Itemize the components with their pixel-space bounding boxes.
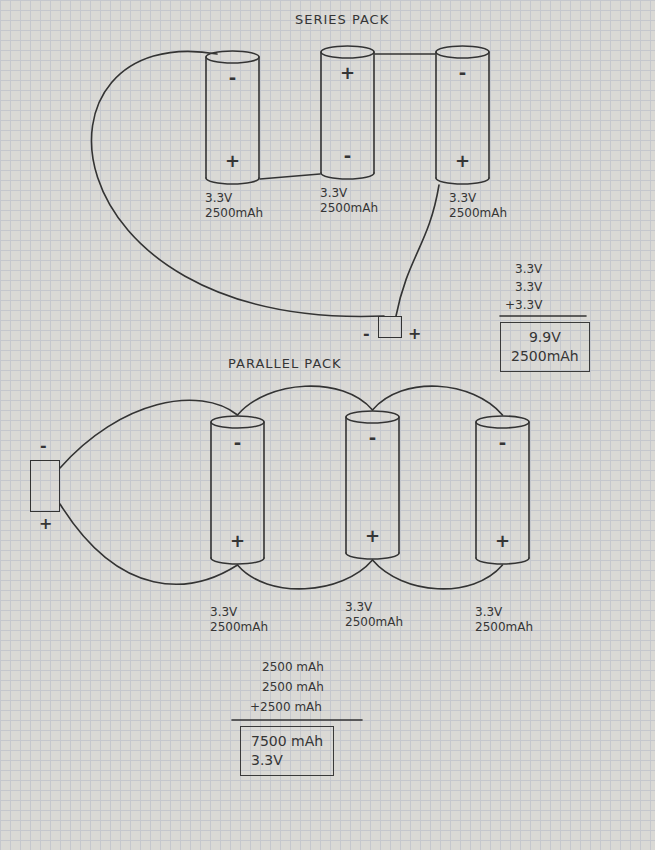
cell-line bbox=[436, 46, 489, 58]
pack-title: PARALLEL PACK bbox=[228, 356, 342, 371]
terminal-sign: + bbox=[435, 151, 490, 171]
wire bbox=[396, 185, 439, 316]
sum-term: 3.3V bbox=[515, 280, 542, 295]
terminal-sign: - bbox=[345, 428, 400, 448]
cell-rating: 3.3V 2500mAh bbox=[205, 191, 277, 221]
wire bbox=[260, 174, 320, 179]
terminal-sign: + bbox=[408, 325, 421, 343]
cell-rating: 3.3V 2500mAh bbox=[210, 605, 282, 635]
result-box: 7500 mAh3.3V bbox=[240, 726, 334, 776]
terminal-sign: + bbox=[475, 531, 530, 551]
result-value: 7500 mAh bbox=[251, 732, 323, 751]
result-value: 2500mAh bbox=[511, 347, 579, 366]
cell-line bbox=[320, 52, 322, 173]
terminal-sign: - bbox=[40, 437, 47, 455]
cell-line bbox=[211, 558, 264, 564]
cell-line bbox=[211, 416, 264, 428]
connector-plug: -+ bbox=[378, 316, 402, 338]
wire bbox=[238, 560, 373, 589]
terminal-sign: + bbox=[320, 63, 375, 83]
cell-line bbox=[205, 57, 207, 178]
terminal-sign: - bbox=[210, 433, 265, 453]
cell-line bbox=[263, 422, 265, 558]
result-box: 9.9V2500mAh bbox=[500, 322, 590, 372]
terminal-sign: + bbox=[39, 515, 52, 533]
sum-term: 2500 mAh bbox=[262, 680, 324, 695]
wire bbox=[375, 53, 435, 55]
wire bbox=[373, 560, 503, 589]
cell-line bbox=[346, 411, 399, 423]
terminal-sign: + bbox=[345, 526, 400, 546]
cell-line bbox=[528, 422, 530, 558]
cell-line bbox=[206, 178, 259, 184]
sum-term: 3.3V bbox=[515, 262, 542, 277]
sum-term: +3.3V bbox=[505, 298, 542, 313]
result-value: 3.3V bbox=[251, 751, 323, 770]
cell-line bbox=[476, 416, 529, 428]
battery-cell: +-3.3V 2500mAh bbox=[320, 45, 375, 180]
cell-line bbox=[373, 52, 375, 173]
sum-line bbox=[500, 315, 586, 317]
pack-title: SERIES PACK bbox=[295, 12, 389, 27]
result-value: 9.9V bbox=[511, 328, 579, 347]
cell-line bbox=[435, 52, 437, 178]
terminal-sign: - bbox=[475, 433, 530, 453]
cell-line bbox=[210, 422, 212, 558]
terminal-sign: - bbox=[205, 68, 260, 88]
battery-cell: -+3.3V 2500mAh bbox=[210, 415, 265, 565]
cell-line bbox=[436, 178, 489, 184]
cell-line bbox=[258, 57, 260, 178]
cell-rating: 3.3V 2500mAh bbox=[475, 605, 547, 635]
terminal-sign: + bbox=[210, 531, 265, 551]
terminal-sign: - bbox=[435, 63, 490, 83]
sum-term: +2500 mAh bbox=[250, 700, 322, 715]
cell-rating: 3.3V 2500mAh bbox=[320, 186, 392, 216]
battery-cell: -+3.3V 2500mAh bbox=[205, 50, 260, 185]
sum-term: 2500 mAh bbox=[262, 660, 324, 675]
battery-cell: -+3.3V 2500mAh bbox=[435, 45, 490, 185]
cell-rating: 3.3V 2500mAh bbox=[345, 600, 417, 630]
battery-cell: -+3.3V 2500mAh bbox=[475, 415, 530, 565]
sum-line bbox=[232, 719, 362, 721]
battery-cell: -+3.3V 2500mAh bbox=[345, 410, 400, 560]
cell-line bbox=[346, 553, 399, 559]
cell-line bbox=[398, 417, 400, 553]
cell-line bbox=[206, 51, 259, 63]
wire bbox=[373, 386, 503, 415]
cell-line bbox=[321, 46, 374, 58]
wire bbox=[238, 386, 373, 415]
cell-rating: 3.3V 2500mAh bbox=[449, 191, 521, 221]
cell-line bbox=[345, 417, 347, 553]
terminal-sign: - bbox=[363, 325, 370, 343]
connector-plug: -+ bbox=[30, 460, 60, 512]
terminal-sign: - bbox=[320, 146, 375, 166]
wire bbox=[91, 51, 384, 316]
terminal-sign: + bbox=[205, 151, 260, 171]
cell-line bbox=[476, 558, 529, 564]
cell-line bbox=[488, 52, 490, 178]
cell-line bbox=[321, 173, 374, 179]
cell-line bbox=[475, 422, 477, 558]
